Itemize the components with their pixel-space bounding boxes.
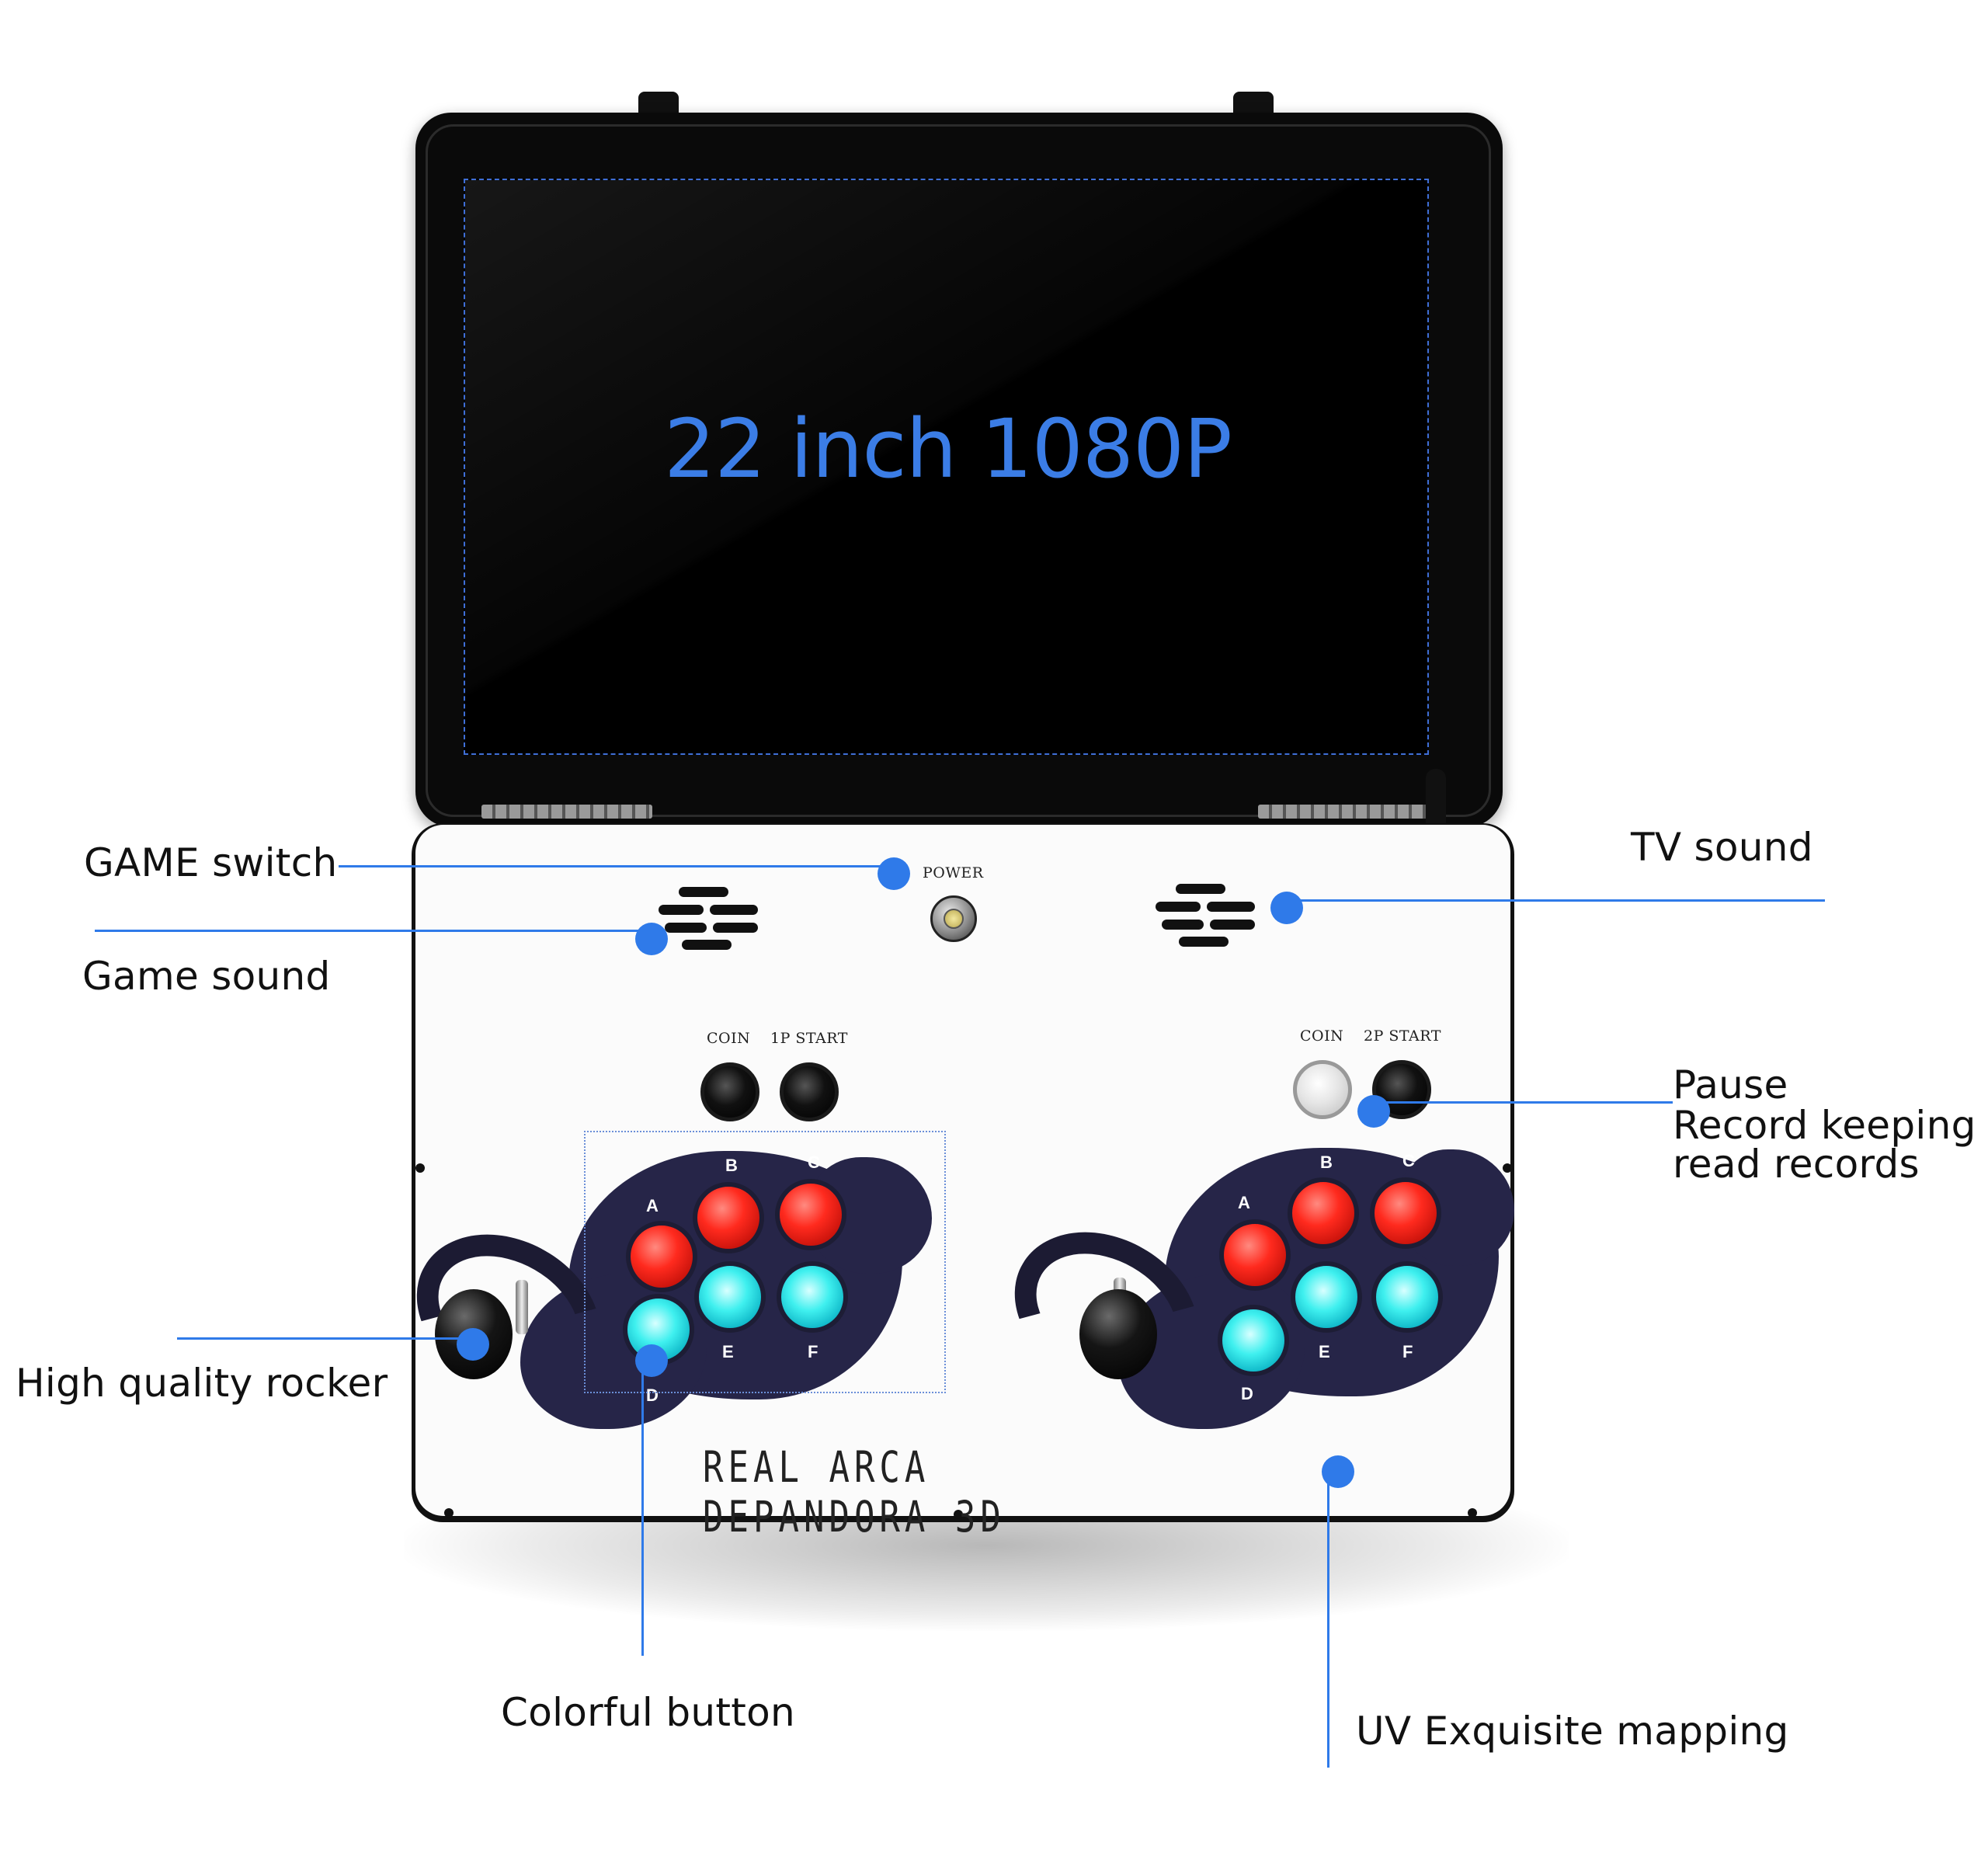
monitor-screen: 22 inch 1080P: [464, 179, 1429, 755]
screen-glare: [465, 180, 1427, 753]
p2-label-e: E: [1319, 1342, 1330, 1361]
p1-coin-button[interactable]: [700, 1062, 759, 1121]
screw: [1503, 1163, 1512, 1173]
p2-start-button[interactable]: [1372, 1060, 1431, 1119]
p2-coin-button[interactable]: [1293, 1060, 1352, 1119]
screw: [954, 1510, 963, 1519]
screw: [415, 1163, 425, 1173]
callout-rocker: High quality rocker: [16, 1361, 388, 1406]
p1-button-a[interactable]: [626, 1221, 697, 1292]
brand-text: REAL ARCA DEPANDORA 3D: [703, 1443, 1006, 1542]
hinge-left: [481, 805, 652, 819]
p1-button-e[interactable]: [694, 1261, 766, 1333]
p2-label-d: D: [1241, 1384, 1253, 1403]
callout-read-records: read records: [1673, 1142, 1920, 1187]
callout-colorful-button: Colorful button: [501, 1690, 796, 1735]
screw: [444, 1508, 454, 1518]
leader-line-game-switch: [339, 865, 898, 867]
p1-coin-label: COIN: [707, 1030, 751, 1047]
joystick-right[interactable]: [1079, 1289, 1157, 1379]
hinge-right: [1258, 805, 1429, 819]
screw: [1468, 1508, 1477, 1518]
callout-pause: Pause: [1673, 1062, 1788, 1107]
marker-game-switch: [878, 857, 910, 890]
callout-uv-mapping: UV Exquisite mapping: [1356, 1709, 1789, 1754]
p1-label-a: A: [646, 1196, 659, 1215]
p2-button-a[interactable]: [1219, 1219, 1291, 1291]
screen-size-label: 22 inch 1080P: [664, 402, 1232, 496]
p1-label-e: E: [722, 1342, 734, 1361]
p2-label-a: A: [1238, 1193, 1250, 1212]
p2-button-b[interactable]: [1288, 1177, 1359, 1249]
power-label: POWER: [923, 864, 984, 881]
power-button[interactable]: [930, 895, 977, 942]
p1-label-d: D: [646, 1386, 659, 1405]
speaker-grille-left: [659, 887, 759, 951]
p2-button-e[interactable]: [1291, 1261, 1362, 1333]
p2-label-b: B: [1320, 1153, 1333, 1172]
p1-button-c[interactable]: [775, 1179, 846, 1250]
p1-start-label: 1P START: [770, 1030, 848, 1047]
p2-label-c: C: [1402, 1151, 1415, 1170]
p2-button-d[interactable]: [1218, 1305, 1289, 1376]
leader-line-rocker: [177, 1337, 480, 1340]
p2-start-label: 2P START: [1364, 1027, 1441, 1045]
p1-button-f[interactable]: [777, 1261, 848, 1333]
p1-start-button[interactable]: [780, 1062, 839, 1121]
p2-coin-label: COIN: [1300, 1027, 1344, 1045]
leader-line-pause: [1379, 1101, 1673, 1104]
marker-colorful-button: [635, 1344, 668, 1377]
callout-game-sound: Game sound: [82, 954, 331, 999]
leader-line-game-sound: [95, 930, 654, 932]
p2-button-c[interactable]: [1370, 1177, 1441, 1249]
marker-rocker: [457, 1328, 489, 1361]
leader-line-uv-mapping: [1327, 1476, 1329, 1768]
p1-label-b: B: [725, 1156, 738, 1175]
p1-button-b[interactable]: [693, 1182, 764, 1253]
p2-button-f[interactable]: [1371, 1261, 1443, 1333]
joystick-shaft-left: [516, 1280, 528, 1334]
p1-label-c: C: [808, 1153, 820, 1172]
p2-label-f: F: [1402, 1342, 1413, 1361]
callout-game-switch: GAME switch: [84, 840, 338, 885]
callout-tv-sound: TV sound: [1631, 825, 1813, 870]
callout-record-keeping: Record keeping: [1673, 1103, 1976, 1148]
marker-game-sound: [635, 923, 668, 955]
leader-line-colorful-button: [641, 1367, 644, 1656]
marker-tv-sound: [1270, 892, 1303, 924]
monitor-rim: [426, 124, 1491, 817]
marker-pause: [1357, 1095, 1390, 1128]
p1-label-f: F: [808, 1342, 818, 1361]
power-icon: [944, 909, 964, 929]
speaker-grille-right: [1156, 884, 1256, 947]
leader-line-tv-sound: [1289, 899, 1825, 902]
button-highlight-box: [584, 1131, 946, 1393]
